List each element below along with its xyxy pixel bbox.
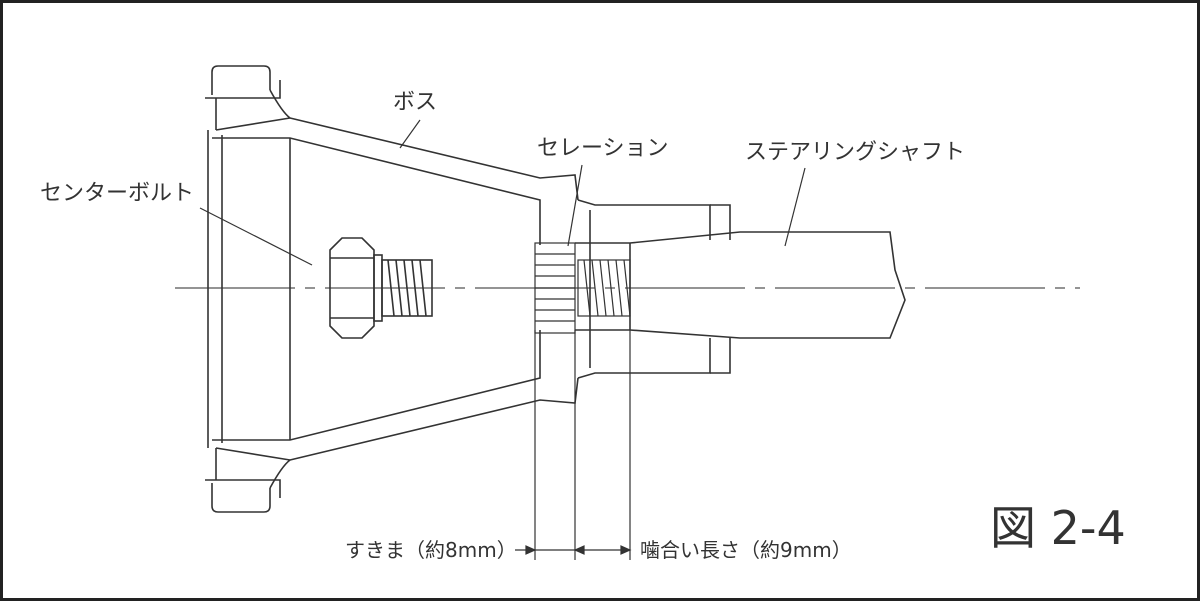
serration xyxy=(534,242,576,334)
leader-lines xyxy=(199,119,806,266)
center-bolt xyxy=(329,237,433,339)
clearance-label: すきま（約8mm） xyxy=(345,538,517,562)
leader-boss xyxy=(399,119,421,149)
leader-bolt xyxy=(199,207,313,266)
leader-serration xyxy=(567,164,583,247)
steering-shaft xyxy=(575,231,906,339)
dimension-lines xyxy=(515,330,632,560)
hub-boss xyxy=(205,65,579,513)
boss-label: ボス xyxy=(393,90,438,115)
shaft-thread xyxy=(577,259,631,317)
leader-shaft xyxy=(784,167,806,247)
steering-shaft-label: ステアリングシャフト xyxy=(745,140,966,165)
figure-label: 図 2-4 xyxy=(990,501,1126,555)
engagement-length-label: 噛合い長さ（約9mm） xyxy=(640,538,852,562)
serration-label: セレーション xyxy=(537,136,669,161)
hub-rear xyxy=(577,199,731,379)
center-bolt-label: センターボルト xyxy=(40,181,195,206)
